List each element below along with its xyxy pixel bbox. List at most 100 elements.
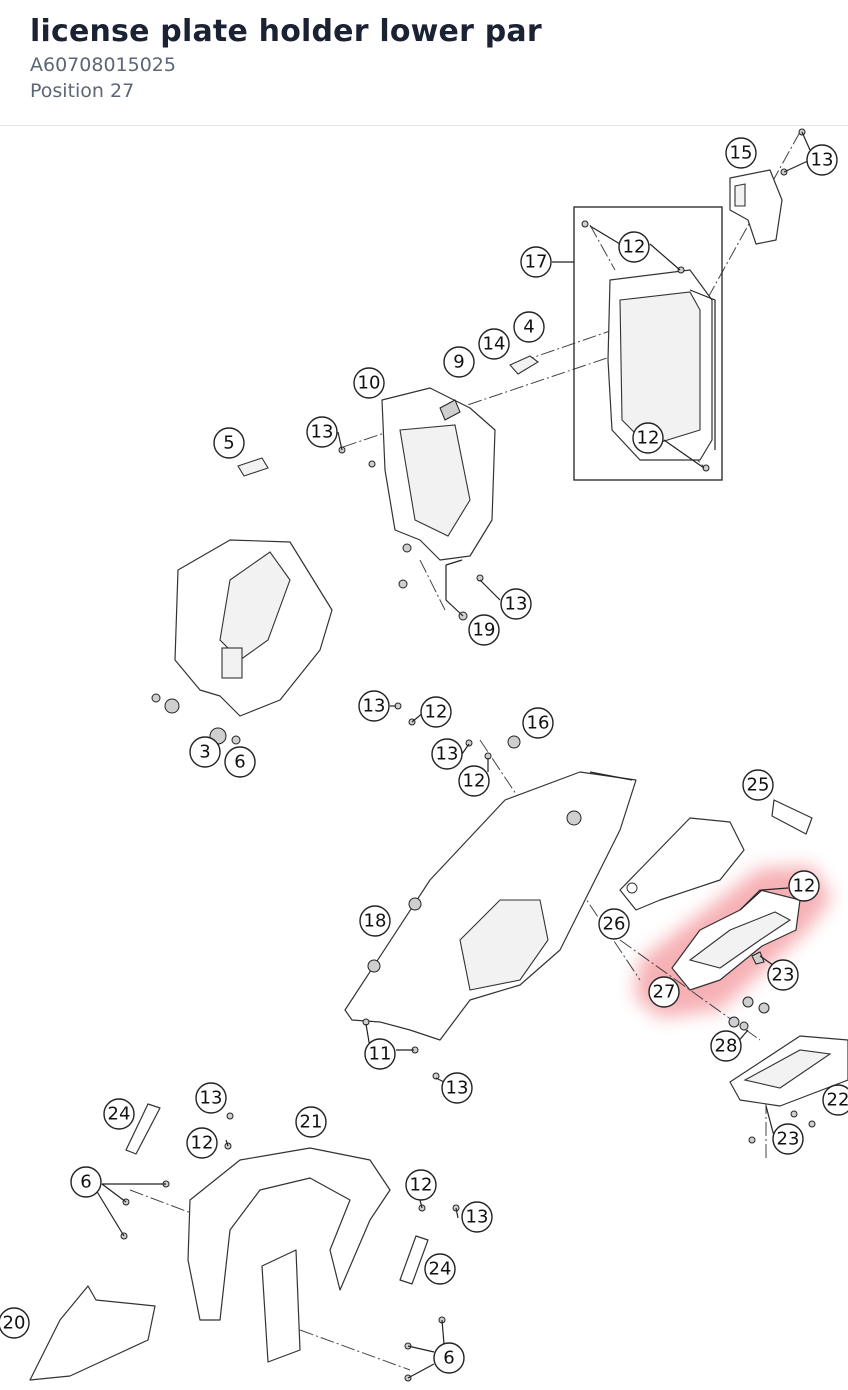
svg-text:6: 6	[443, 1348, 454, 1369]
part-18-rear-fender	[344, 771, 637, 1041]
callout-13[interactable]: 13	[431, 738, 463, 770]
svg-text:13: 13	[466, 1207, 489, 1228]
callout-27-selected[interactable]: 27	[648, 976, 680, 1008]
svg-text:20: 20	[3, 1313, 26, 1334]
callout-3[interactable]: 3	[189, 736, 221, 768]
svg-text:18: 18	[364, 911, 387, 932]
svg-text:12: 12	[191, 1133, 214, 1154]
rear-subframe-cover	[151, 539, 333, 745]
part-26-bracket	[619, 817, 745, 911]
part-17-housing	[607, 269, 716, 461]
callout-12-highlighted[interactable]: 12	[788, 870, 820, 902]
part-title: license plate holder lower par	[30, 14, 542, 49]
svg-text:3: 3	[199, 742, 210, 763]
part-header: license plate holder lower par A60708015…	[0, 0, 848, 126]
svg-text:9: 9	[453, 352, 464, 373]
svg-text:23: 23	[777, 1129, 800, 1150]
callout-24[interactable]: 24	[103, 1098, 135, 1130]
part-25-plate	[771, 799, 813, 835]
leader-lines	[95, 131, 811, 1379]
callout-4[interactable]: 4	[513, 311, 545, 343]
svg-text:13: 13	[811, 150, 834, 171]
callout-21[interactable]: 21	[295, 1106, 327, 1138]
part-24-strips	[125, 1103, 429, 1285]
svg-text:6: 6	[80, 1172, 91, 1193]
svg-text:13: 13	[436, 744, 459, 765]
callout-12[interactable]: 12	[458, 765, 490, 797]
callout-19[interactable]: 19	[468, 614, 500, 646]
callout-9[interactable]: 9	[443, 346, 475, 378]
svg-text:12: 12	[637, 428, 660, 449]
callout-28[interactable]: 28	[710, 1030, 742, 1062]
callout-10[interactable]: 10	[353, 367, 385, 399]
part-4-clip	[509, 355, 539, 375]
callout-11[interactable]: 11	[364, 1038, 396, 1070]
svg-text:12: 12	[410, 1175, 433, 1196]
callout-6[interactable]: 6	[433, 1342, 465, 1374]
svg-text:26: 26	[603, 914, 626, 935]
callout-26[interactable]: 26	[598, 908, 630, 940]
svg-text:13: 13	[446, 1078, 469, 1099]
svg-text:5: 5	[223, 433, 234, 454]
callout-18[interactable]: 18	[359, 905, 391, 937]
callout-6[interactable]: 6	[70, 1166, 102, 1198]
svg-text:13: 13	[200, 1088, 223, 1109]
svg-text:17: 17	[525, 252, 548, 273]
svg-text:15: 15	[730, 143, 753, 164]
part-22-cover	[729, 1035, 848, 1107]
svg-text:14: 14	[483, 334, 506, 355]
exploded-parts-diagram: 15 13 12 17 4 14 9 10 13 5 12 13 19 13 1…	[0, 128, 848, 1382]
callout-13[interactable]: 13	[806, 144, 838, 176]
svg-text:6: 6	[234, 752, 245, 773]
svg-text:25: 25	[747, 775, 770, 796]
callout-12[interactable]: 12	[186, 1127, 218, 1159]
part-28-hardware	[728, 996, 770, 1031]
callout-12[interactable]: 12	[618, 231, 650, 263]
callout-20[interactable]: 20	[0, 1307, 30, 1339]
callout-13[interactable]: 13	[461, 1201, 493, 1233]
callout-12[interactable]: 12	[632, 422, 664, 454]
callout-22[interactable]: 22	[822, 1084, 848, 1116]
part-21-front-fender	[187, 1147, 391, 1363]
assembly-box-17	[573, 206, 723, 481]
callout-13[interactable]: 13	[500, 588, 532, 620]
callout-24[interactable]: 24	[424, 1253, 456, 1285]
svg-text:10: 10	[358, 373, 381, 394]
callout-23[interactable]: 23	[767, 959, 799, 991]
svg-text:11: 11	[369, 1044, 392, 1065]
part-10-inner-fender	[381, 387, 496, 561]
svg-text:4: 4	[523, 317, 534, 338]
callout-12[interactable]: 12	[405, 1169, 437, 1201]
part-20-front-cover	[29, 1285, 156, 1381]
part-number: A60708015025	[30, 54, 176, 76]
svg-text:12: 12	[793, 876, 816, 897]
svg-text:12: 12	[425, 702, 448, 723]
callout-6[interactable]: 6	[224, 746, 256, 778]
callout-13[interactable]: 13	[441, 1072, 473, 1104]
svg-text:12: 12	[463, 771, 486, 792]
part-15-bracket	[729, 169, 783, 245]
callout-16[interactable]: 16	[522, 707, 554, 739]
svg-text:23: 23	[772, 965, 795, 986]
svg-text:13: 13	[505, 594, 528, 615]
svg-text:21: 21	[300, 1112, 323, 1133]
callout-23[interactable]: 23	[772, 1123, 804, 1155]
callout-25[interactable]: 25	[742, 769, 774, 801]
callout-5[interactable]: 5	[213, 427, 245, 459]
part-position: Position 27	[30, 80, 135, 102]
svg-text:28: 28	[715, 1036, 738, 1057]
svg-text:13: 13	[311, 422, 334, 443]
callout-17[interactable]: 17	[520, 246, 552, 278]
svg-text:19: 19	[473, 620, 496, 641]
callout-13[interactable]: 13	[195, 1082, 227, 1114]
callout-13[interactable]: 13	[306, 416, 338, 448]
svg-text:27: 27	[653, 982, 676, 1003]
callout-12[interactable]: 12	[420, 696, 452, 728]
callout-14[interactable]: 14	[478, 328, 510, 360]
callout-13[interactable]: 13	[358, 690, 390, 722]
svg-text:22: 22	[827, 1090, 848, 1111]
svg-text:16: 16	[527, 713, 550, 734]
svg-text:24: 24	[108, 1104, 131, 1125]
callout-15[interactable]: 15	[725, 137, 757, 169]
svg-text:24: 24	[429, 1259, 452, 1280]
